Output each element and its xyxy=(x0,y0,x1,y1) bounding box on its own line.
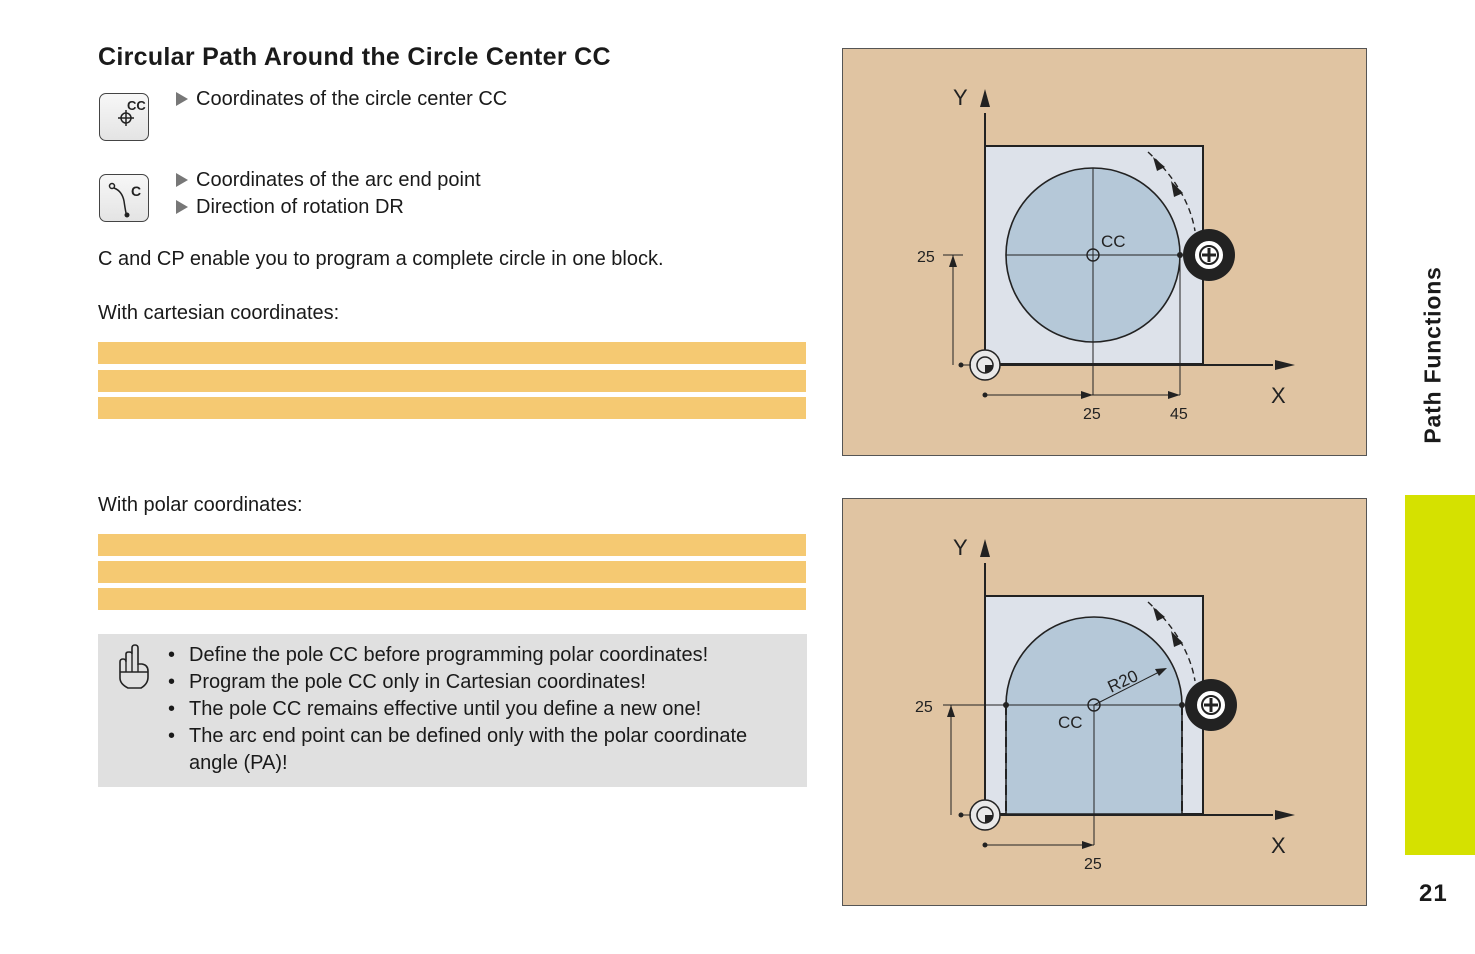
note-item: Program the pole CC only in Cartesian co… xyxy=(168,669,788,696)
code-line xyxy=(98,588,806,610)
polar-circle-figure: Y X R20 CC 25 25 xyxy=(842,498,1367,906)
x-dimension-end: 45 xyxy=(1170,406,1188,423)
note-list: Define the pole CC before programming po… xyxy=(168,642,788,777)
intro-paragraph: C and CP enable you to program a complet… xyxy=(98,248,664,270)
note-item: The arc end point can be defined only wi… xyxy=(168,723,788,777)
cc-bullet-list: Coordinates of the circle center CC xyxy=(176,86,507,113)
section-tab-title: Path Functions xyxy=(1419,266,1446,444)
x-axis-label: X xyxy=(1271,833,1286,858)
milling-cutter-icon xyxy=(1183,229,1235,281)
c-key-icon: C xyxy=(99,174,149,222)
note-box: Define the pole CC before programming po… xyxy=(98,634,807,787)
y-axis-label: Y xyxy=(953,85,968,110)
pointing-hand-icon xyxy=(119,644,149,689)
note-item: The pole CC remains effective until you … xyxy=(168,696,788,723)
triangle-bullet-icon xyxy=(176,200,188,214)
c-key-label: C xyxy=(131,183,141,199)
page-title: Circular Path Around the Circle Center C… xyxy=(98,43,611,71)
cartesian-circle-figure: Y X CC 25 25 45 xyxy=(842,48,1367,456)
triangle-bullet-icon xyxy=(176,173,188,187)
code-line xyxy=(98,561,806,583)
x-dimension-center: 25 xyxy=(1083,406,1101,423)
bullet-item: Direction of rotation DR xyxy=(176,194,481,221)
note-item: Define the pole CC before programming po… xyxy=(168,642,788,669)
code-line xyxy=(98,342,806,364)
polar-label: With polar coordinates: xyxy=(98,494,303,516)
code-line xyxy=(98,534,806,556)
x-dimension-center: 25 xyxy=(1084,856,1102,873)
cc-key-icon: CC xyxy=(99,93,149,141)
bullet-item: Coordinates of the circle center CC xyxy=(176,86,507,113)
page-number: 21 xyxy=(1419,880,1448,907)
cartesian-label: With cartesian coordinates: xyxy=(98,302,340,324)
code-line xyxy=(98,370,806,392)
cc-label: CC xyxy=(1101,232,1126,251)
c-bullet-list: Coordinates of the arc end point Directi… xyxy=(176,167,481,221)
y-axis-label: Y xyxy=(953,535,968,560)
cc-key-label: CC xyxy=(127,98,146,113)
x-axis-label: X xyxy=(1271,383,1286,408)
y-dimension: 25 xyxy=(917,249,935,266)
milling-cutter-icon xyxy=(1185,679,1237,731)
cc-label: CC xyxy=(1058,713,1083,732)
section-tab-marker xyxy=(1405,495,1475,855)
y-dimension: 25 xyxy=(915,699,933,716)
code-line xyxy=(98,397,806,419)
triangle-bullet-icon xyxy=(176,92,188,106)
bullet-item: Coordinates of the arc end point xyxy=(176,167,481,194)
